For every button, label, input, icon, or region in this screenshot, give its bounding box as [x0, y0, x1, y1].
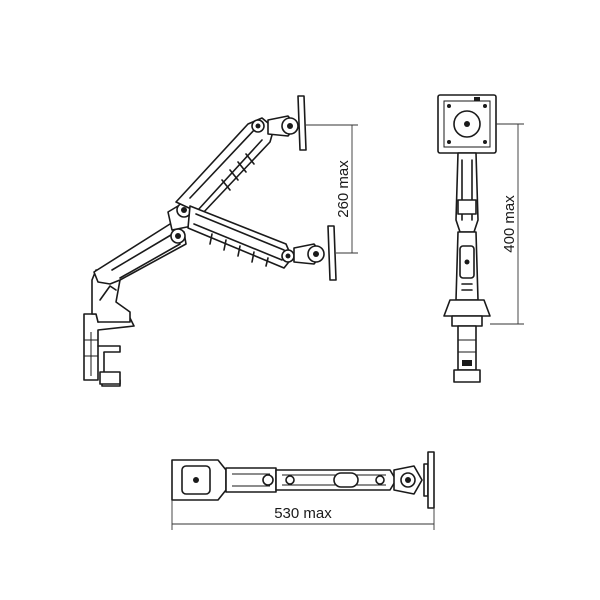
top-arm	[225, 467, 397, 493]
lower-arm	[93, 223, 187, 285]
top-head	[393, 451, 435, 509]
dimension-height-arm: 260 max	[306, 124, 358, 254]
dimension-width-total: 530 max	[171, 500, 435, 530]
front-arm-column	[443, 152, 491, 327]
dimension-label-530: 530 max	[274, 505, 332, 522]
dimension-label-400: 400 max	[501, 195, 518, 253]
front-view: 400 max	[437, 94, 524, 383]
top-base	[171, 459, 227, 501]
dimension-label-260: 260 max	[335, 160, 352, 218]
upper-arm-lowered	[187, 205, 337, 281]
front-clamp	[453, 325, 481, 383]
upper-arm-raised	[175, 95, 307, 215]
vesa-plate	[437, 94, 497, 154]
desk-clamp	[83, 313, 135, 387]
side-view: 260 max	[83, 95, 358, 387]
top-view: 530 max	[171, 451, 435, 530]
dimension-height-total: 400 max	[490, 123, 524, 325]
